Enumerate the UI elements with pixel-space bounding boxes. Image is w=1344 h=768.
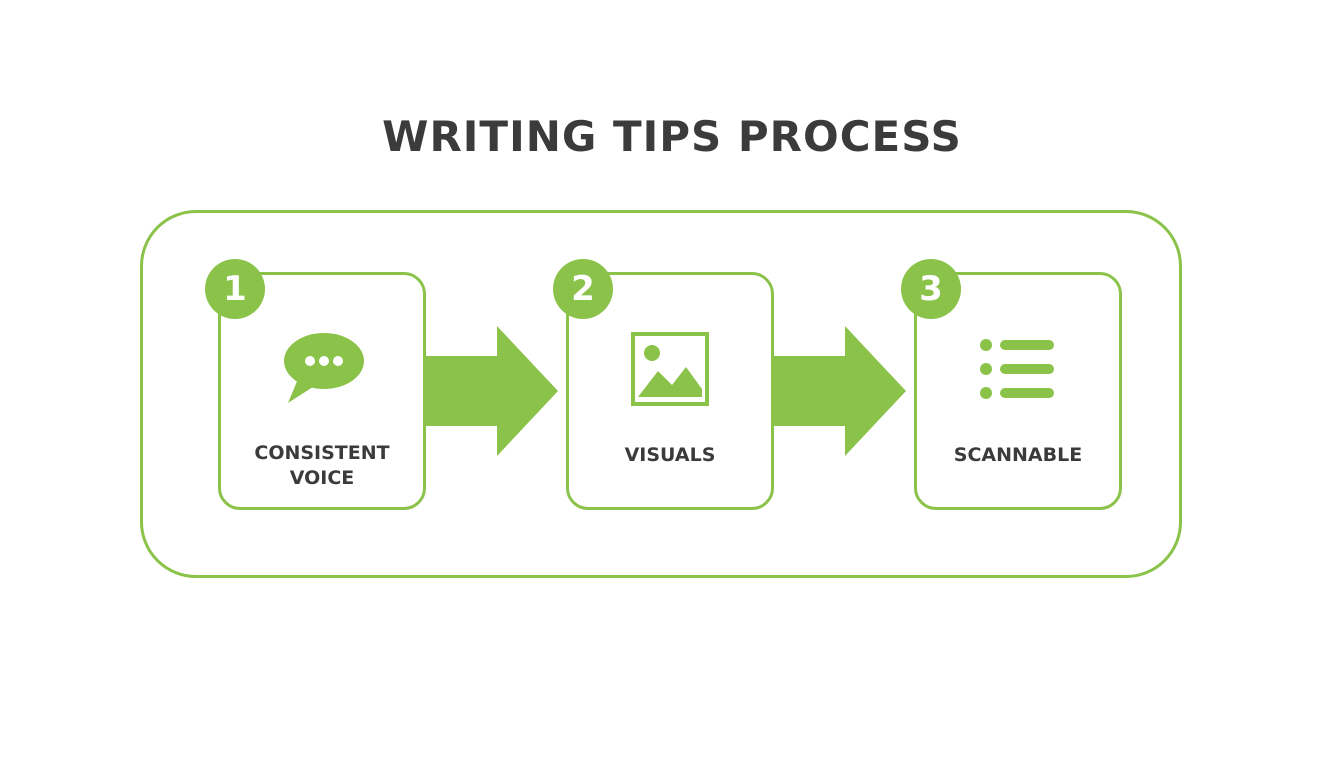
- step-label: SCANNABLE: [953, 444, 1083, 466]
- image-icon: [631, 332, 709, 406]
- step-label-line: VOICE: [289, 467, 355, 489]
- step-label: CONSISTENT VOICE: [221, 441, 423, 491]
- arrow-right-icon: [424, 326, 558, 456]
- step-label-line: CONSISTENT: [254, 442, 390, 464]
- step-number-badge-3: 3: [901, 259, 961, 319]
- list-icon: [980, 339, 1054, 399]
- step-number-badge-2: 2: [553, 259, 613, 319]
- diagram-title: WRITING TIPS PROCESS: [382, 112, 962, 161]
- step-card-1: CONSISTENT VOICE: [218, 272, 426, 510]
- speech-bubble-icon: [284, 333, 364, 403]
- step-label: VISUALS: [624, 444, 716, 466]
- process-container: [140, 210, 1182, 578]
- arrow-right-icon: [772, 326, 906, 456]
- step-number-badge-1: 1: [205, 259, 265, 319]
